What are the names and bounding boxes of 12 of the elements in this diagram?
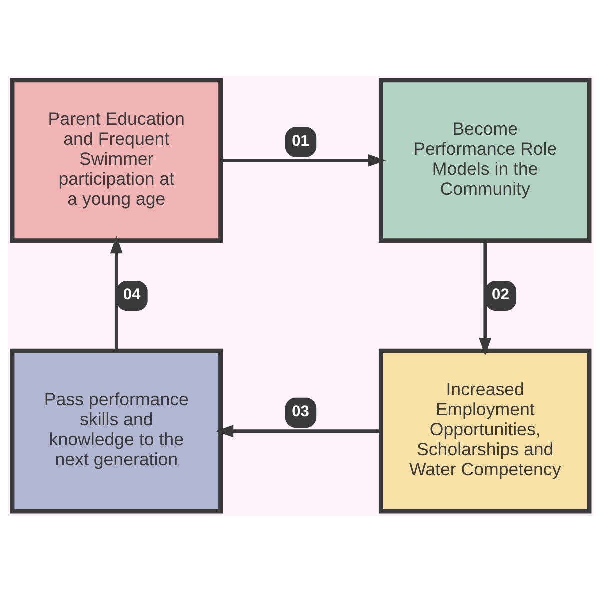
node-box: Pass performance skills and knowledge to the next generation (10, 348, 224, 514)
arrow (216, 425, 382, 438)
edge-label: 02 (492, 286, 510, 304)
arrow (220, 154, 386, 167)
arrow (479, 240, 492, 356)
edge-label: 03 (292, 404, 310, 421)
node-box: Parent Education and Frequent Swimmer participation at a young age (10, 78, 224, 244)
node-box: Increased Employment Opportunities, Scholarships and Water Competency (378, 348, 592, 514)
node-box: Become Performance Role Models in the Community (378, 78, 592, 244)
arrow (110, 236, 123, 351)
edge-label: 01 (292, 132, 310, 150)
edge-label: 04 (123, 286, 141, 304)
